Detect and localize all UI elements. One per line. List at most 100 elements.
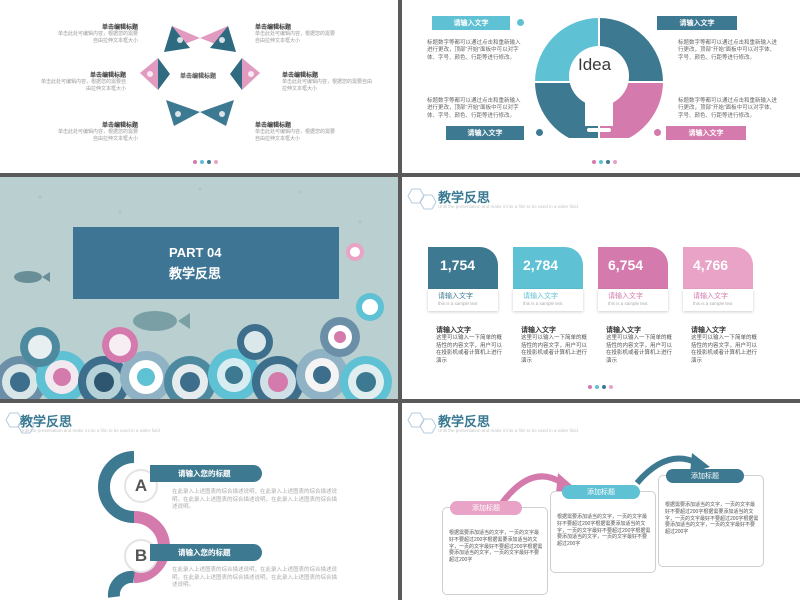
block-text: 这里可以输入一下简单的概括性的内容文字，用户可以在投影机或者计算机上进行演示	[521, 335, 588, 365]
stat-card-footer: 请输入文字 this is a sample text	[428, 289, 498, 311]
item-title: 单击编辑标题	[282, 73, 319, 79]
section-title: 教学反思	[169, 266, 222, 281]
tag-bottom-right: 请输入文字	[666, 126, 746, 140]
hexagon-arrow-diagram	[140, 26, 260, 126]
block-text: 这里可以输入一下简单的概括性的内容文字，用户可以在投影机或者计算机上进行演示	[606, 335, 673, 365]
desc-bottom-right: 标题数字等都可以通过点击和重新输入进行更改，顶部“开始”面板中可以对字体、字号、…	[678, 98, 778, 119]
text-block: 请输入文字 这里可以输入一下简单的概括性的内容文字，用户可以在投影机或者计算机上…	[521, 325, 587, 366]
block-text: 这里可以输入一下简单的概括性的内容文字，用户可以在投影机或者计算机上进行演示	[436, 335, 503, 365]
stat-sub: this is a sample text	[523, 301, 563, 306]
stat-card-footer: 请输入文字 this is a sample text	[513, 289, 583, 311]
step-label: 添加标题	[562, 485, 640, 499]
arrow-icon	[664, 19, 670, 27]
slide-title: 教学反思	[20, 414, 73, 429]
item-title: 单击编辑标题	[101, 123, 138, 129]
block-head: 请输入文字	[521, 327, 556, 334]
step-box: 根据需要添加适当的文字，一页的文字最好不要超过200字根据需要添加适当的文字，一…	[442, 507, 548, 595]
stat-card-footer: 请输入文字 this is a sample text	[683, 289, 753, 311]
tag-bottom-left: 请输入文字	[446, 126, 524, 140]
stat-card: 4,766	[683, 247, 753, 289]
pager-dots	[592, 160, 617, 164]
tag-top-left: 请输入文字	[432, 16, 510, 30]
lightbulb-idea-icon	[535, 18, 663, 142]
step-label: 添加标题	[666, 469, 744, 483]
text-block: 请输入文字 这里可以输入一下简单的概括性的内容文字，用户可以在投影机或者计算机上…	[436, 325, 502, 366]
stat-sub: this is a sample text	[438, 301, 478, 306]
block-text: 这里可以输入一下简单的概括性的内容文字，用户可以在投影机或者计算机上进行演示	[691, 335, 758, 365]
slide-5-thumbnail[interactable]: 教学反思 Until the presentation and make it …	[0, 403, 398, 600]
stat-card-footer: 请输入文字 this is a sample text	[598, 289, 668, 311]
hexagon-logo-icon	[407, 188, 437, 210]
stat-card: 2,784	[513, 247, 583, 289]
block-head: 请输入文字	[691, 327, 726, 334]
tag-top-right: 请输入文字	[657, 16, 737, 30]
item-top-right: 单击编辑标题 单击此处可编辑内容，根据您的需要自由拉伸文本框大小	[255, 22, 335, 45]
slide-subtitle: Until the presentation and make it into …	[438, 204, 578, 209]
item-top-left: 单击编辑标题 单击此处可编辑内容，根据您的需要自由拉伸文本框大小	[58, 22, 138, 45]
slide-1-thumbnail[interactable]: 单击编辑标题 单击编辑标题 单击此处可编辑内容，根据您的需要自由拉伸文本框大小 …	[0, 0, 398, 173]
idea-word: Idea	[578, 55, 612, 74]
stat-number: 4,766	[693, 257, 729, 273]
slide-6-thumbnail[interactable]: 教学反思 Until the presentation and make it …	[402, 403, 800, 600]
stat-sub: this is a sample text	[693, 301, 733, 306]
item-title: 单击编辑标题	[255, 25, 292, 31]
stat-label: 请输入文字	[608, 293, 643, 300]
step-label: 添加标题	[450, 501, 522, 515]
item-bottom-right: 单击编辑标题 单击此处可编辑内容，根据您的需要自由拉伸文本框大小	[255, 120, 335, 143]
text-block: 请输入文字 这里可以输入一下简单的概括性的内容文字，用户可以在投影机或者计算机上…	[691, 325, 757, 366]
marker-dot	[517, 19, 524, 26]
step-text: 根据需要添加适当的文字，一页的文字最好不要超过200字根据需要添加适当的文字，一…	[665, 502, 759, 535]
stat-number: 1,754	[440, 257, 476, 273]
item-desc: 单击此处可编辑内容，根据您的需要自由拉伸文本框大小	[255, 31, 336, 44]
block-head: 请输入文字	[606, 327, 641, 334]
pager-dots	[588, 385, 613, 389]
slide-2-thumbnail[interactable]: Idea 请输入文字 请输入文字 请输入文字 请输入文字 标题数字等都可以通过点…	[402, 0, 800, 173]
item-title: 单击编辑标题	[101, 25, 138, 31]
desc-top-right: 标题数字等都可以通过点击和重新输入进行更改，顶部“开始”面板中可以对字体、字号、…	[678, 40, 778, 61]
slide-3-thumbnail[interactable]: PART 04 教学反思	[0, 177, 398, 399]
pager-dots	[193, 160, 218, 164]
desc-top-left: 标题数字等都可以通过点击和重新输入进行更改，顶部“开始”面板中可以对字体、字号、…	[427, 40, 521, 61]
block-head: 请输入文字	[436, 327, 471, 334]
stat-label: 请输入文字	[438, 293, 473, 300]
stat-sub: this is a sample text	[608, 301, 648, 306]
item-title: 单击编辑标题	[255, 123, 292, 129]
item-mid-left: 单击编辑标题 单击此处可编辑内容，根据您的需要自由拉伸文本框大小	[38, 70, 126, 93]
item-mid-right: 单击编辑标题 单击此处可编辑内容，根据您的需要自由拉伸文本框大小	[282, 70, 372, 93]
item-desc: 单击此处可编辑内容，根据您的需要自由拉伸文本框大小	[58, 129, 139, 142]
item-bottom-left: 单击编辑标题 单击此处可编辑内容，根据您的需要自由拉伸文本框大小	[58, 120, 138, 143]
step-box: 根据需要添加适当的文字，一页的文字最好不要超过200字根据需要添加适当的文字，一…	[658, 475, 764, 567]
row-desc: 在此录入上述图表的综合描述说明，在此录入上述图表的综合描述说明，在此录入上述图表…	[172, 567, 338, 589]
marker-dot	[654, 129, 661, 136]
row-heading-bar: 请输入您的标题	[150, 465, 262, 482]
slide-subtitle: Until the presentation and make it into …	[20, 428, 160, 433]
stat-label: 请输入文字	[523, 293, 558, 300]
row-heading-bar: 请输入您的标题	[150, 544, 262, 561]
item-desc: 单击此处可编辑内容，根据您的需要自由拉伸文本框大小	[40, 79, 126, 92]
center-label: 单击编辑标题	[180, 74, 217, 80]
row-desc: 在此录入上述图表的综合描述说明，在此录入上述图表的综合描述说明，在此录入上述图表…	[172, 489, 338, 511]
slide-title: 教学反思	[438, 414, 491, 429]
stat-card: 1,754	[428, 247, 498, 289]
item-title: 单击编辑标题	[89, 73, 126, 79]
stat-card: 6,754	[598, 247, 668, 289]
growth-arrows	[499, 453, 710, 505]
item-desc: 单击此处可编辑内容，根据您的需要自由拉伸文本框大小	[255, 129, 336, 142]
step-box: 根据需要添加适当的文字，一页的文字最好不要超过200字根据需要添加适当的文字，一…	[550, 491, 656, 573]
slide-4-thumbnail[interactable]: 教学反思 Until the presentation and make it …	[402, 177, 800, 399]
marker-dot	[536, 129, 543, 136]
desc-bottom-left: 标题数字等都可以通过点击和重新输入进行更改，顶部“开始”面板中可以对字体、字号、…	[427, 98, 521, 119]
hexagon-logo-icon	[5, 412, 35, 434]
slide-subtitle: Until the presentation and make it into …	[438, 428, 578, 433]
stat-label: 请输入文字	[693, 293, 728, 300]
item-desc: 单击此处可编辑内容，根据您的需要自由拉伸文本框大小	[58, 31, 139, 44]
title-banner: PART 04 教学反思	[73, 227, 339, 299]
stat-number: 2,784	[523, 257, 559, 273]
text-block: 请输入文字 这里可以输入一下简单的概括性的内容文字，用户可以在投影机或者计算机上…	[606, 325, 672, 366]
hexagon-logo-icon	[407, 412, 437, 434]
slide-title: 教学反思	[438, 190, 491, 205]
part-number: PART 04	[169, 245, 222, 260]
stat-number: 6,754	[608, 257, 644, 273]
item-desc: 单击此处可编辑内容，根据您的需要自由拉伸文本框大小	[282, 79, 373, 92]
step-text: 根据需要添加适当的文字，一页的文字最好不要超过200字根据需要添加适当的文字，一…	[557, 514, 651, 547]
